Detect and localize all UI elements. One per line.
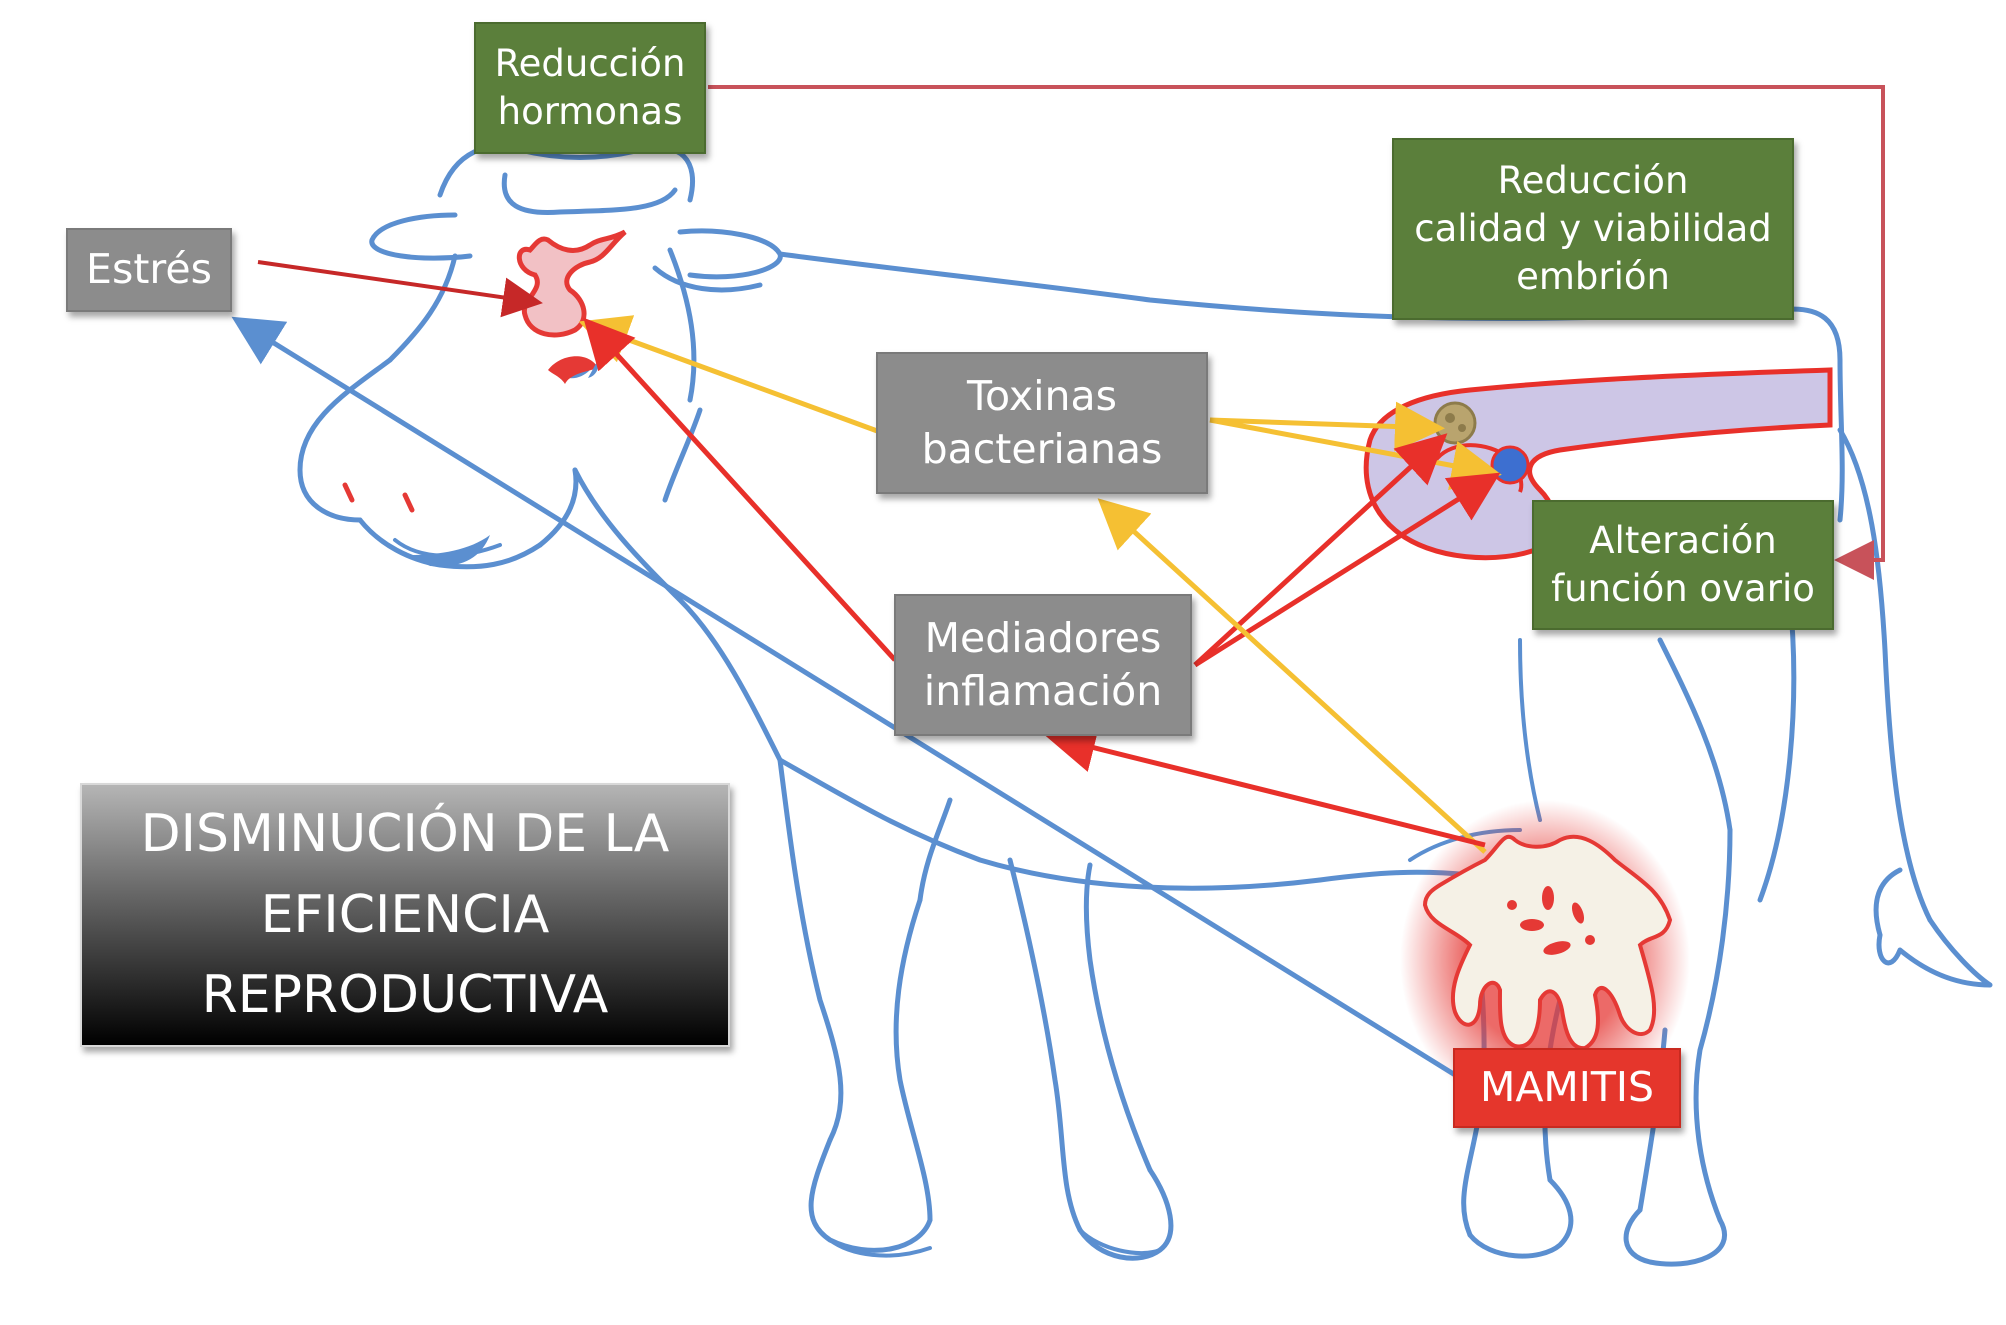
- muzzle-marks: [342, 482, 415, 513]
- arrow-toxinas-hipofisis: [578, 315, 881, 435]
- pituitary-shape: [516, 229, 627, 338]
- box-mamitis: MAMITIS: [1453, 1048, 1681, 1128]
- udder-bacteria: [1507, 886, 1595, 955]
- arrow-mamitis-mediadores: [1045, 723, 1486, 848]
- mouth-shape: [410, 535, 490, 567]
- box-estres: Estrés: [66, 228, 232, 312]
- box-mediadores: Mediadores inflamación: [894, 594, 1192, 736]
- arrow-mamitis-toxinas: [1097, 498, 1487, 854]
- arrow-mediadores-hipofisis: [583, 317, 897, 662]
- ovary-shape: [1490, 445, 1530, 485]
- arrow-toxinas-embrion: [1209, 401, 1445, 452]
- arrow-mediadores-embrion: [1193, 433, 1448, 667]
- box-reduccion-embrion: Reducción calidad y viabilidad embrión: [1392, 138, 1794, 320]
- box-alteracion-ovario: Alteración función ovario: [1532, 500, 1834, 630]
- embryo-shape: [1433, 401, 1477, 445]
- udder-shape: [1422, 834, 1673, 1051]
- box-toxinas: Toxinas bacterianas: [876, 352, 1208, 494]
- arrow-mediadores-ovario: [1193, 472, 1501, 668]
- pituitary-lobe: [548, 356, 598, 384]
- title-box: DISMINUCIÓN DE LA EFICIENCIA REPRODUCTIV…: [80, 783, 730, 1047]
- arrow-mamitis-estres: [231, 316, 1462, 1081]
- box-reduccion-hormonas: Reducción hormonas: [474, 22, 706, 154]
- arrow-estres-hipofisis: [257, 260, 543, 318]
- connector-hormonas-ovario: [708, 85, 1885, 580]
